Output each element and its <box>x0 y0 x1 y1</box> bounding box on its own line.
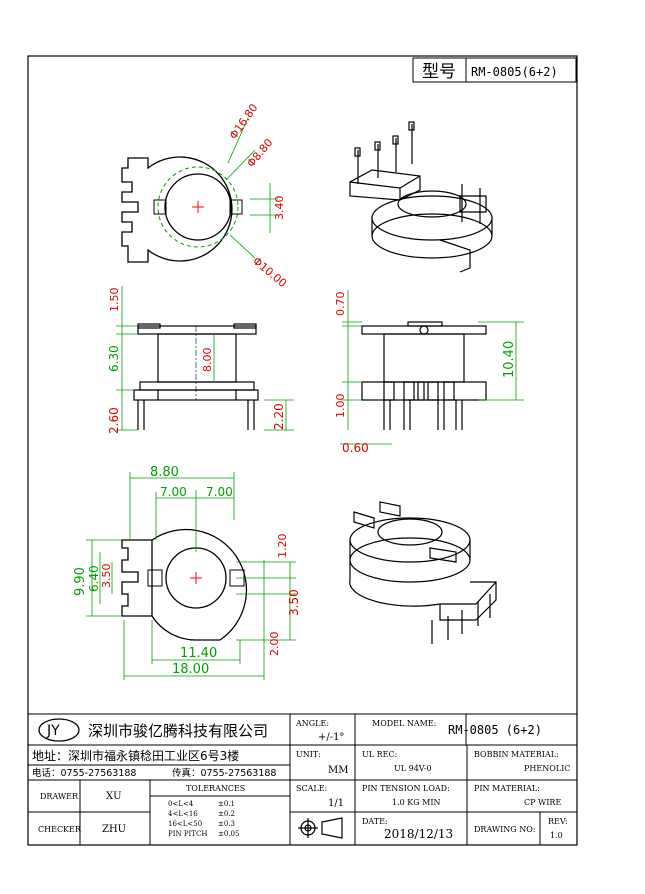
dim-half-left: 7.00 <box>160 485 187 499</box>
tolerance-value-0: ±0.1 <box>218 800 235 808</box>
rev-label: REV: <box>548 817 568 826</box>
unit-value: MM <box>328 765 348 776</box>
bottom-view: 8.80 7.00 7.00 9.90 6.40 3.50 1.20 3.50 … <box>73 465 301 680</box>
company-address: 地址：深圳市福永镇稔田工业区6号3楼 <box>32 748 239 763</box>
tolerance-range-2: 16<L<50 <box>168 820 202 828</box>
isometric-view-bottom <box>349 501 497 644</box>
company-phone: 电话：0755-27563188 <box>32 767 136 779</box>
dim-gap-right: 1.20 <box>276 534 289 559</box>
pin-material-value: CP WIRE <box>524 798 561 807</box>
dim-base-height: 2.60 <box>107 407 121 434</box>
company-fax: 传真：0755-27563188 <box>172 767 276 779</box>
unit-label: UNIT: <box>296 750 321 759</box>
dim-core-diameter: Φ10.00 <box>250 254 289 290</box>
company-logo <box>38 718 80 742</box>
dim-width-inner: 11.40 <box>180 646 217 661</box>
pin-tension-label: PIN TENSION LOAD: <box>362 784 450 793</box>
tolerance-range-3: PIN PITCH <box>168 830 207 838</box>
dim-inner-left: 6.40 <box>87 565 101 592</box>
model-name-value: RM-0805 (6+2) <box>448 723 542 737</box>
tolerance-value-3: ±0.05 <box>218 830 239 838</box>
dim-top-gap: 0.70 <box>334 292 347 317</box>
dim-pin-pitch-side: 0.60 <box>342 441 369 455</box>
dim-width-top: 8.80 <box>150 465 179 480</box>
company-logo-text: JY <box>46 723 60 739</box>
pin-tension-value: 1.0 KG MIN <box>392 798 441 807</box>
header-model-value: RM-0805(6+2) <box>471 65 558 79</box>
tolerance-value-1: ±0.2 <box>218 810 235 818</box>
dim-slot-left: 3.50 <box>100 564 113 589</box>
company-name: 深圳市骏亿腾科技有限公司 <box>88 722 268 740</box>
drawing-frame <box>27 55 578 846</box>
dim-total-height: 10.40 <box>502 341 517 378</box>
tolerance-range-0: 0<L<4 <box>168 800 194 808</box>
dim-half-right: 7.00 <box>206 485 233 499</box>
bobbin-material-value: PHENOLIC <box>524 764 570 773</box>
dim-slot-right: 3.50 <box>287 589 301 616</box>
scale-label: SCALE: <box>296 784 327 793</box>
angle-label: ANGLE: <box>295 719 329 728</box>
tolerance-range-1: 4<L<16 <box>168 810 198 818</box>
dim-width-total: 18.00 <box>172 662 209 677</box>
front-view-left: 1.50 6.30 8.00 2.60 2.20 <box>107 286 294 434</box>
dim-height-left: 9.90 <box>73 567 88 596</box>
dim-pin-stub: 1.00 <box>334 394 347 419</box>
drawer-label: DRAWER <box>40 792 79 801</box>
top-view: Φ16.80 Φ8.80 3.40 Φ10.00 <box>121 101 289 290</box>
angle-value: +/-1° <box>318 732 345 743</box>
model-name-label: MODEL NAME: <box>372 719 436 728</box>
dim-pin-length: 2.20 <box>272 403 286 430</box>
isometric-view-top <box>349 121 493 273</box>
dim-outer-diameter: Φ16.80 <box>227 101 261 141</box>
tolerances-label: TOLERANCES <box>186 784 245 793</box>
pin-material-label: PIN MATERIAL: <box>474 784 540 793</box>
dim-flange-top: 1.50 <box>108 288 121 313</box>
header-model-box: 型号 RM-0805(6+2) <box>412 57 577 83</box>
ul-rec-value: UL 94V-0 <box>394 764 432 773</box>
date-label: DATE: <box>362 817 388 826</box>
bobbin-material-label: BOBBIN MATERIAL: <box>474 750 559 759</box>
tolerance-value-2: ±0.3 <box>218 820 235 828</box>
dim-bottom-right: 2.00 <box>268 632 281 657</box>
ul-rec-label: UL REC: <box>362 750 397 759</box>
checker-value: ZHU <box>102 824 126 835</box>
title-block <box>28 713 577 845</box>
scale-value: 1/1 <box>328 798 344 809</box>
dim-body-height: 6.30 <box>107 345 121 372</box>
drawing-no-label: DRAWING NO: <box>474 825 535 834</box>
header-model-label: 型号 <box>422 62 456 82</box>
date-value: 2018/12/13 <box>384 827 453 841</box>
dim-inner-diameter: Φ8.80 <box>244 136 275 170</box>
projection-symbol-icon <box>298 817 343 839</box>
drawer-value: XU <box>106 791 122 802</box>
dim-slot-width: 3.40 <box>273 196 286 221</box>
side-view-right: 0.70 10.40 1.00 0.60 <box>334 290 524 455</box>
rev-value: 1.0 <box>550 831 563 840</box>
checker-label: CHECKER <box>38 825 82 834</box>
dim-winding-height: 8.00 <box>201 348 214 373</box>
